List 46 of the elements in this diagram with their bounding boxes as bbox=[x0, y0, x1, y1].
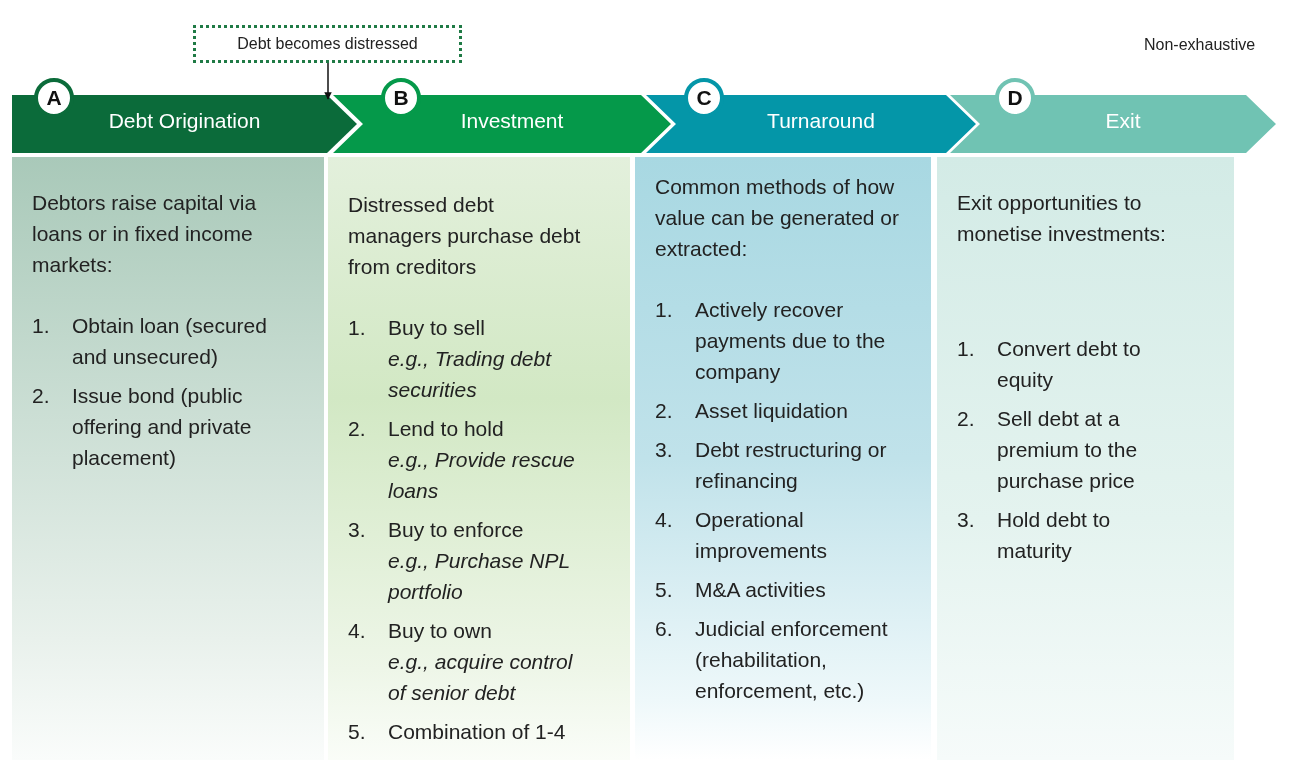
note-text: Non-exhaustive bbox=[1144, 36, 1256, 54]
list-number: 2. bbox=[655, 398, 674, 424]
list-item: Buy to enforce e.g., Purchase NPL portfolio bbox=[388, 517, 571, 605]
list-item: Asset liquidation bbox=[695, 398, 848, 424]
list-item: Sell debt at a premium to the purchase price bbox=[997, 406, 1139, 494]
intro-text: Exit opportunities to monetise investments: bbox=[957, 190, 1167, 247]
list-number: 1. bbox=[957, 336, 976, 362]
intro-text: Distressed debt managers purchase debt from creditors bbox=[348, 192, 582, 280]
list-number: 1. bbox=[32, 313, 51, 339]
list-number: 2. bbox=[957, 406, 976, 432]
list-item: Buy to sell e.g., Trading debt securities bbox=[388, 315, 553, 403]
step-title: Debt Origination bbox=[107, 109, 262, 133]
list-item: Hold debt to maturity bbox=[997, 507, 1112, 564]
arrow bbox=[324, 62, 332, 100]
list-item: Operational improvements bbox=[695, 507, 828, 564]
list-number: 2. bbox=[32, 383, 51, 409]
list-item: Convert debt to equity bbox=[997, 336, 1142, 393]
list-number: 2. bbox=[348, 416, 367, 442]
list-number: 4. bbox=[655, 507, 674, 533]
step-title: Investment bbox=[459, 109, 565, 133]
intro-text: Debtors raise capital via loans or in fixed income markets: bbox=[32, 190, 258, 278]
content-panel bbox=[12, 157, 324, 760]
step-title: Turnaround bbox=[766, 109, 876, 133]
list-item: Buy to own e.g., acquire control of senior debt bbox=[388, 618, 574, 706]
list-number: 1. bbox=[348, 315, 367, 341]
content-panel bbox=[937, 157, 1234, 760]
step-title: Exit bbox=[1104, 109, 1142, 133]
list-item: Issue bond (public offering and private placement) bbox=[72, 383, 253, 471]
intro-text: Common methods of how value can be generated or extracted: bbox=[655, 174, 900, 262]
list-number: 4. bbox=[348, 618, 367, 644]
list-item: Obtain loan (secured and unsecured) bbox=[72, 313, 268, 370]
content-panel bbox=[328, 157, 630, 760]
list-number: 3. bbox=[957, 507, 976, 533]
list-item: Combination of 1-4 bbox=[388, 719, 566, 745]
list-number: 5. bbox=[655, 577, 674, 603]
callout-box: Debt becomes distressed bbox=[193, 25, 462, 63]
list-item: Lend to hold e.g., Provide rescue loans bbox=[388, 416, 576, 504]
list-item: Judicial enforcement (rehabilitation, enforcement, etc.) bbox=[695, 616, 889, 704]
list-item: M&A activities bbox=[695, 577, 826, 603]
list-item: Debt restructuring or refinancing bbox=[695, 437, 888, 494]
list-item: Actively recover payments due to the company bbox=[695, 297, 887, 385]
list-number: 5. bbox=[348, 719, 367, 745]
list-number: 6. bbox=[655, 616, 674, 642]
list-number: 3. bbox=[655, 437, 674, 463]
list-number: 1. bbox=[655, 297, 674, 323]
list-number: 3. bbox=[348, 517, 367, 543]
